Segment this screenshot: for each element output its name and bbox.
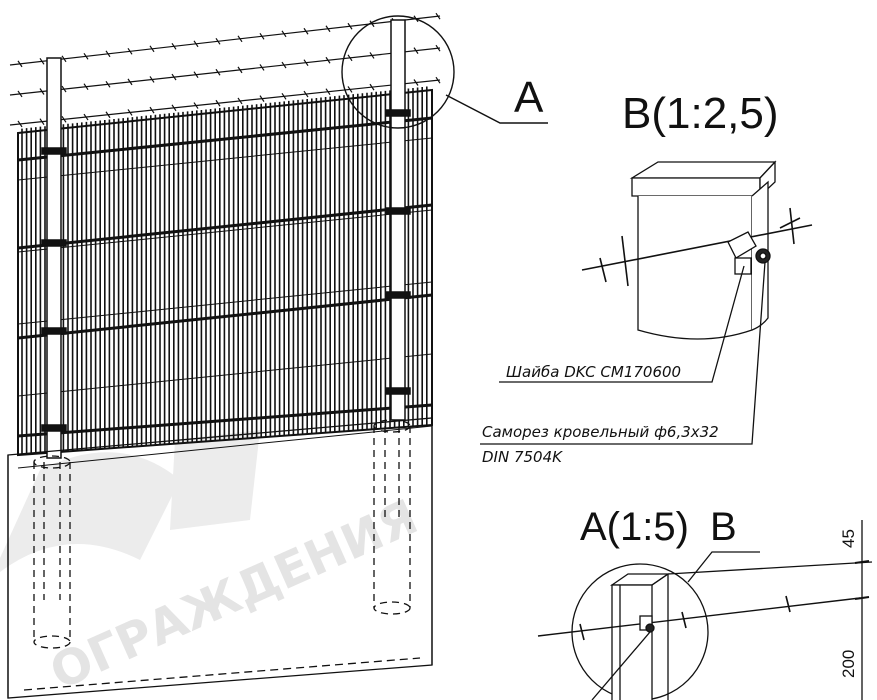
fence-elevation: [7, 12, 548, 699]
fence-posts: [41, 19, 411, 459]
leader-a: [445, 94, 548, 124]
view-a-title: A(1:5): [580, 505, 689, 549]
detail-circle-a: [341, 15, 455, 129]
watermark: ОГРАЖДЕНИЯ: [0, 430, 426, 700]
screw-note-line2: DIN 7504K: [482, 448, 563, 466]
view-a-detail: [537, 520, 873, 700]
screw-note-line1: Саморез кровельный ф6,3х32: [482, 423, 719, 441]
callout-b-label: B: [710, 505, 737, 549]
leader-b: [687, 551, 760, 583]
washer-note: Шайба DKC CM170600: [506, 363, 681, 381]
watermark-logo-shape-2: [170, 430, 260, 530]
dimension-45: 45: [839, 529, 858, 548]
concrete-foundation: [7, 417, 433, 699]
dimension-200: 200: [839, 650, 858, 678]
view-b-detail: [480, 160, 813, 445]
view-b-title: B(1:2,5): [622, 89, 779, 138]
watermark-logo-shape: [0, 452, 180, 572]
callout-a-label: A: [514, 73, 544, 122]
mesh-panel: [17, 86, 433, 469]
